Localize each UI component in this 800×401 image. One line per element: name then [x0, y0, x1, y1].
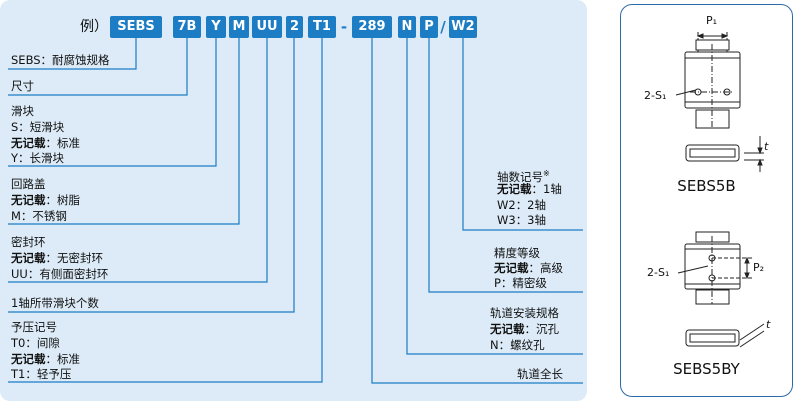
label-block-y: Y：长滑块: [11, 151, 65, 165]
code-part-blocks: 2: [286, 16, 303, 38]
label-preload-standard: 无记载：标准: [11, 352, 80, 366]
label-size: 尺寸: [11, 79, 34, 93]
label-rail-n: N：螺纹孔: [490, 338, 545, 352]
code-dash: -: [340, 18, 348, 36]
caption-sebs5by: SEBS5BY: [673, 360, 740, 378]
code-part-return: M: [229, 16, 249, 38]
label-return-resin: 无记载：树脂: [11, 193, 80, 207]
label-accuracy-p: P：精密级: [494, 276, 547, 290]
label-block-standard: 无记载：标准: [11, 136, 80, 150]
code-part-preload: T1: [308, 16, 336, 38]
caption-sebs5b: SEBS5B: [677, 177, 736, 195]
label-rail-title: 轨道安装规格: [490, 306, 559, 320]
dim-t-bottom: t: [766, 318, 771, 331]
label-axis-one: 无记载：1轴: [497, 182, 562, 196]
label-s1-bottom: 2-S₁: [647, 266, 670, 279]
label-axis-title: 轴数记号※: [497, 169, 550, 184]
label-seal-none: 无记载：无密封环: [11, 251, 103, 265]
dim-t-top: t: [764, 140, 769, 153]
label-rail-counterbore: 无记载：沉孔: [490, 322, 559, 336]
label-return-m: M：不锈钢: [11, 209, 67, 223]
label-block-s: S：短滑块: [11, 120, 65, 134]
dim-p1: P₁: [706, 14, 718, 27]
label-block-title: 滑块: [11, 104, 34, 118]
code-part-sebs: SEBS: [110, 16, 162, 38]
label-rail-length: 轨道全长: [517, 367, 563, 381]
label-axis-w3: W3：3轴: [497, 213, 547, 227]
label-accuracy-title: 精度等级: [494, 246, 540, 260]
label-preload-title: 予压记号: [11, 320, 57, 334]
dim-p2: P₂: [753, 261, 765, 274]
label-seal-title: 密封环: [11, 235, 46, 249]
example-label: 例）: [80, 19, 108, 35]
label-preload-t1: T1：轻予压: [11, 367, 72, 381]
code-part-axes: W2: [449, 16, 477, 38]
label-seal-uu: UU：有侧面密封环: [11, 267, 109, 281]
code-part-accuracy: P: [420, 16, 438, 38]
code-part-block: Y: [206, 16, 226, 38]
label-sebs: SEBS：耐腐蚀规格: [11, 53, 110, 67]
label-axis-w2: W2：2轴: [497, 198, 547, 212]
label-preload-t0: T0：间隙: [11, 336, 60, 350]
code-part-length: 289: [352, 16, 392, 38]
label-blocks-per-rail: 1轴所带滑块个数: [11, 296, 99, 310]
label-s1-top: 2-S₁: [644, 89, 667, 102]
code-part-seal: UU: [252, 16, 282, 38]
code-slash: /: [440, 18, 446, 36]
label-return-title: 回路盖: [11, 177, 46, 191]
code-part-rail-mount: N: [398, 16, 416, 38]
code-part-size: 7B: [173, 16, 201, 38]
label-accuracy-high: 无记载：高级: [494, 261, 563, 275]
